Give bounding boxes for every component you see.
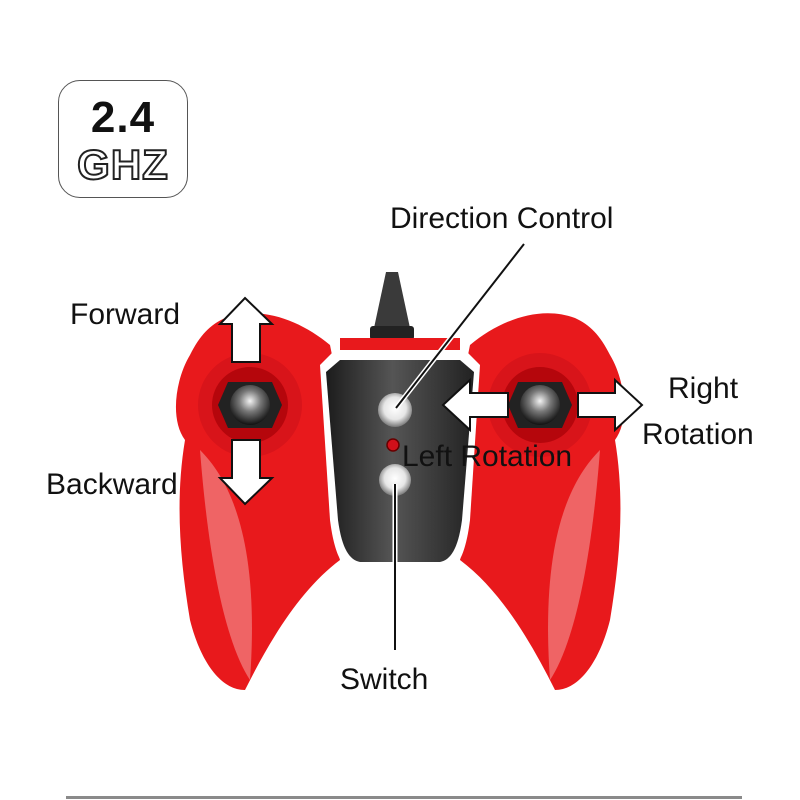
divider-line [66,796,742,799]
label-switch: Switch [340,663,429,696]
center-panel [320,338,480,575]
backward-arrow-icon [217,439,275,506]
left-joystick[interactable] [218,382,282,428]
antenna [370,272,414,340]
label-right-rotation-line2: Rotation [642,418,754,451]
label-right-rotation-line1: Right [668,372,739,405]
left-grip [175,313,345,690]
direction-control-button[interactable] [378,393,412,427]
switch-button[interactable] [379,464,411,496]
right-grip [455,313,625,690]
frequency-unit: GHZ [76,140,169,189]
right-joystick[interactable] [508,382,572,428]
frequency-badge: 2.4 GHZ [58,80,188,198]
left-rotation-arrow-icon [441,377,509,433]
forward-arrow-icon [217,296,275,363]
frequency-value: 2.4 [90,93,156,142]
right-rotation-arrow-icon [577,377,644,433]
indicator-led [386,438,400,452]
label-left-rotation: Left Rotation [402,440,573,473]
label-direction-control: Direction Control [390,202,614,235]
label-backward: Backward [46,468,178,501]
label-forward: Forward [70,298,181,331]
